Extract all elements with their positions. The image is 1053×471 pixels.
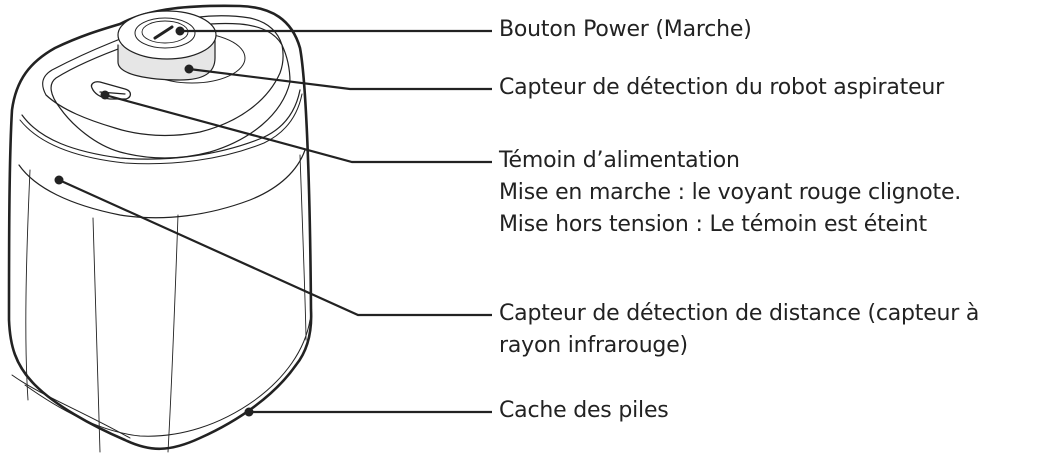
front-band: [18, 149, 306, 219]
seam-left: [25, 169, 31, 401]
lid-inner: [42, 15, 284, 137]
leader-line-robot-detection-sensor: [188, 67, 492, 91]
power-slot: [153, 25, 174, 40]
callout-detail: Mise en marche : le voyant rouge clignot…: [499, 180, 962, 205]
callout-dot-battery-cover: [244, 407, 254, 417]
callout-dot-distance-sensor: [54, 175, 64, 185]
callout-title: Témoin d’alimentation: [499, 148, 740, 173]
callout-text: Capteur de détection de distance (capteu…: [499, 301, 980, 326]
bottom-rim: [11, 374, 131, 439]
bottom-curve: [24, 319, 311, 437]
lid-rim-2: [19, 93, 303, 165]
callout-detail: Mise hors tension : Le témoin est éteint: [499, 212, 927, 237]
seam-mid-left: [92, 217, 101, 453]
callout-dot-robot-detection-sensor: [184, 64, 194, 74]
seam-mid-right: [167, 214, 179, 453]
callout-text: rayon infrarouge): [499, 333, 688, 358]
callout-dot-power-indicator: [100, 90, 110, 100]
leader-line-distance-sensor: [58, 178, 492, 317]
leader-line-power-indicator: [104, 93, 492, 164]
device-body-outline: [7, 4, 313, 451]
callout-dot-power-button: [175, 26, 185, 36]
knob-top-inner: [134, 17, 196, 49]
callout-text: Cache des piles: [499, 398, 669, 423]
callout-label-power-button: Bouton Power (Marche): [499, 14, 752, 46]
callout-label-robot-detection-sensor: Capteur de détection du robot aspirateur: [499, 72, 944, 104]
indicator-pill: [90, 81, 132, 100]
callout-label-distance-sensor: Capteur de détection de distance (capteu…: [499, 298, 979, 362]
callout-label-battery-cover: Cache des piles: [499, 395, 669, 427]
seam-right: [299, 154, 307, 341]
callout-text: Capteur de détection du robot aspirateur: [499, 75, 944, 100]
callout-label-power-indicator: Témoin d’alimentation Mise en marche : l…: [499, 145, 961, 241]
callout-text: Bouton Power (Marche): [499, 17, 752, 42]
lid-rim: [21, 89, 301, 160]
